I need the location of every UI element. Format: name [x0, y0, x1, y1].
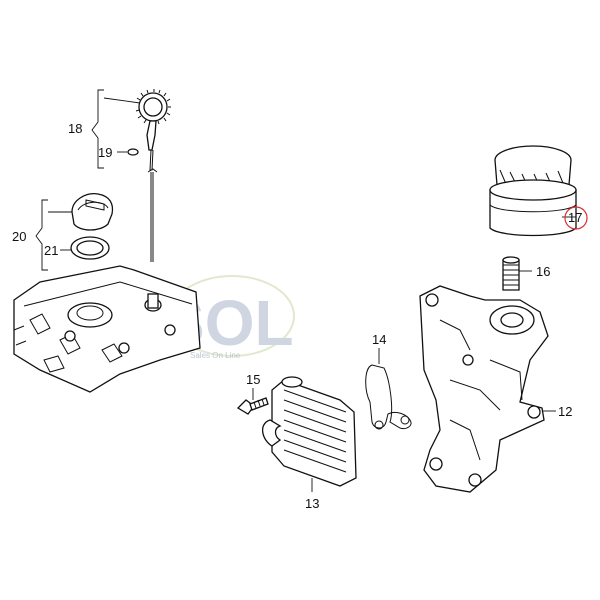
bolt-part — [236, 397, 269, 415]
oil-filter-part — [489, 145, 577, 237]
callout-12: 12 — [558, 404, 572, 419]
callout-21: 21 — [44, 243, 58, 258]
gasket-part — [365, 364, 412, 430]
filler-cap-part — [71, 193, 114, 231]
oil-cooler-part — [262, 376, 357, 487]
callout-13: 13 — [305, 496, 319, 511]
valve-cover-part — [13, 265, 201, 393]
threaded-nipple-part — [502, 256, 520, 291]
callout-18: 18 — [68, 121, 82, 136]
callout-17-leader — [562, 206, 588, 230]
callout-16: 16 — [536, 264, 550, 279]
callout-18-bracket — [91, 89, 141, 169]
callout-20-bracket — [35, 199, 72, 271]
seal-ring-part — [127, 148, 139, 156]
filter-housing-part — [419, 285, 549, 493]
callout-17: 17 — [568, 210, 582, 225]
callout-20: 20 — [12, 229, 26, 244]
cap-seal-ring-part — [70, 236, 110, 260]
callout-15: 15 — [246, 372, 260, 387]
dipstick-part — [135, 89, 171, 262]
callout-14: 14 — [372, 332, 386, 347]
callout-19: 19 — [98, 145, 112, 160]
highlight-circle-17 — [564, 206, 588, 230]
watermark-tagline: Sales On Line — [190, 351, 241, 360]
